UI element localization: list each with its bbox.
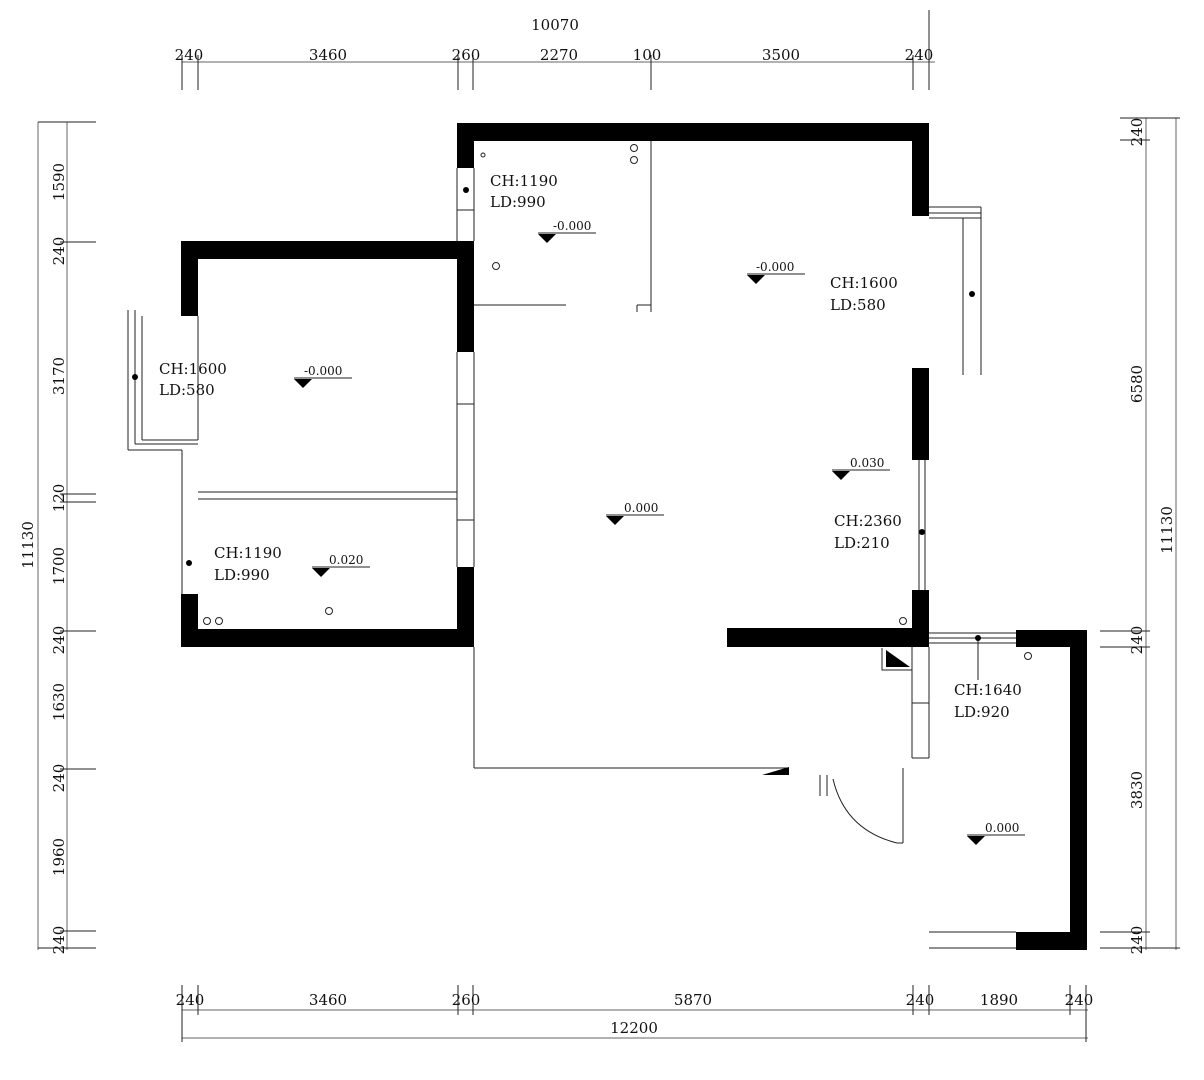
left-total-dimension: 11130 [19, 521, 37, 569]
right-dimension: 240 [1128, 626, 1146, 655]
top-dimension: 240 [175, 46, 204, 64]
ceiling-height-label: CH:1640 [954, 681, 1022, 699]
bottom-dimension: 1890 [980, 991, 1018, 1009]
left-dimension: 240 [50, 626, 68, 655]
level-value: -0.000 [553, 219, 591, 233]
left-dimension-chain: 1590 240 3170 120 1700 240 1630 240 1960… [19, 121, 96, 955]
lintel-depth-label: LD:920 [954, 703, 1010, 721]
left-dimension: 240 [50, 926, 68, 955]
lintel-depth-label: LD:580 [159, 381, 215, 399]
bottom-dimension: 240 [1065, 991, 1094, 1009]
level-marker: -0.000 [294, 364, 352, 388]
top-dimension: 3460 [309, 46, 347, 64]
level-value: -0.000 [756, 260, 794, 274]
top-dimension: 2270 [540, 46, 578, 64]
right-dimension: 240 [1128, 118, 1146, 147]
ceiling-height-label: CH:1190 [214, 544, 282, 562]
left-dimension: 240 [50, 764, 68, 793]
left-dimension: 1590 [50, 163, 68, 201]
top-dimension: 3500 [762, 46, 800, 64]
level-value: 0.000 [985, 821, 1019, 835]
bottom-dimension: 5870 [674, 991, 712, 1009]
bottom-total-dimension: 12200 [610, 1019, 658, 1037]
right-total-dimension: 11130 [1158, 506, 1176, 554]
door-marker [762, 767, 789, 775]
walls [181, 123, 1087, 950]
room-annotations: CH:1190 LD:990 CH:1600 LD:580 CH:1600 LD… [159, 172, 1022, 721]
bottom-dimension-chain: 240 3460 260 5870 240 1890 240 12200 [176, 985, 1094, 1042]
level-marker: 0.020 [312, 553, 370, 577]
top-dimension-chain: 10070 240 3460 260 2270 100 3500 240 [175, 10, 935, 90]
bottom-dimension: 240 [906, 991, 935, 1009]
level-value: 0.000 [624, 501, 658, 515]
lintel-depth-label: LD:990 [214, 566, 270, 584]
ceiling-height-label: CH:1600 [830, 274, 898, 292]
top-dimension: 260 [452, 46, 481, 64]
fixtures [132, 144, 1032, 660]
level-value: -0.000 [304, 364, 342, 378]
level-value: 0.020 [329, 553, 363, 567]
bottom-dimension: 240 [176, 991, 205, 1009]
top-dimension: 100 [633, 46, 662, 64]
level-marker: -0.000 [538, 219, 596, 243]
level-marker: 0.030 [832, 456, 890, 480]
level-marker: -0.000 [747, 260, 805, 284]
bottom-dimension: 260 [452, 991, 481, 1009]
left-dimension: 240 [50, 237, 68, 266]
level-value: 0.030 [850, 456, 884, 470]
level-marker: 0.000 [967, 821, 1025, 845]
thin-lines [127, 141, 1016, 949]
top-dimension: 240 [905, 46, 934, 64]
left-dimension: 1700 [50, 547, 68, 585]
right-dimension: 6580 [1128, 365, 1146, 403]
lintel-depth-label: LD:210 [834, 534, 890, 552]
level-marker: 0.000 [606, 501, 664, 525]
ceiling-height-label: CH:1190 [490, 172, 558, 190]
right-dimension-chain: 240 6580 240 3830 240 11130 [1100, 117, 1180, 955]
right-dimension: 3830 [1128, 771, 1146, 809]
lintel-depth-label: LD:580 [830, 296, 886, 314]
step-marker [886, 650, 910, 667]
lintel-depth-label: LD:990 [490, 193, 546, 211]
left-dimension: 1630 [50, 683, 68, 721]
ceiling-height-label: CH:1600 [159, 360, 227, 378]
right-dimension: 240 [1128, 926, 1146, 955]
bottom-dimension: 3460 [309, 991, 347, 1009]
level-markers: -0.000 -0.000 -0.000 0.030 0.000 0.020 [294, 219, 1025, 845]
left-dimension: 120 [50, 484, 68, 513]
top-total-dimension: 10070 [531, 16, 579, 34]
ceiling-height-label: CH:2360 [834, 512, 902, 530]
left-dimension: 1960 [50, 838, 68, 876]
left-dimension: 3170 [50, 357, 68, 395]
